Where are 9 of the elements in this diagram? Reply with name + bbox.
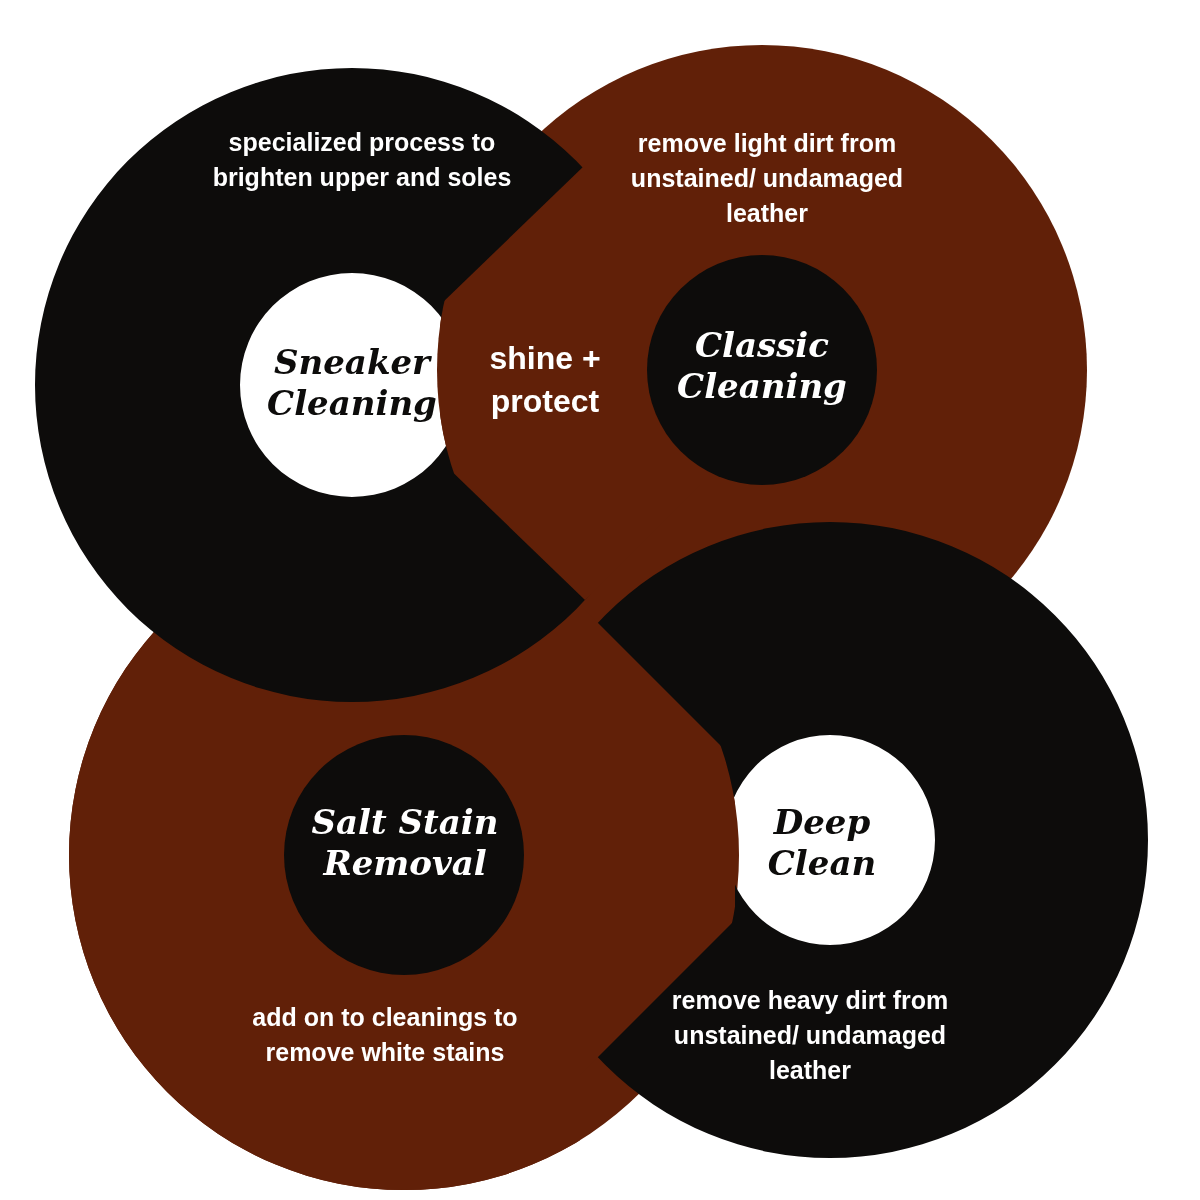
ring-heading: Deep Clean xyxy=(766,802,878,884)
ring-description: specialized process to brighten upper and soles xyxy=(211,127,513,193)
ring-description: add on to cleanings to remove white stains xyxy=(251,1002,519,1068)
ring-description: remove light dirt from unstained/ undamaged leather xyxy=(629,127,905,229)
overlap-label: shine + protect xyxy=(488,338,602,421)
ring-heading: Sneaker Cleaning xyxy=(266,342,438,424)
ring-heading: Salt Stain Removal xyxy=(310,802,500,884)
ring-description: remove heavy dirt from unstained/ undamaged leather xyxy=(670,984,950,1086)
ring-heading: Classic Cleaning xyxy=(676,325,848,407)
